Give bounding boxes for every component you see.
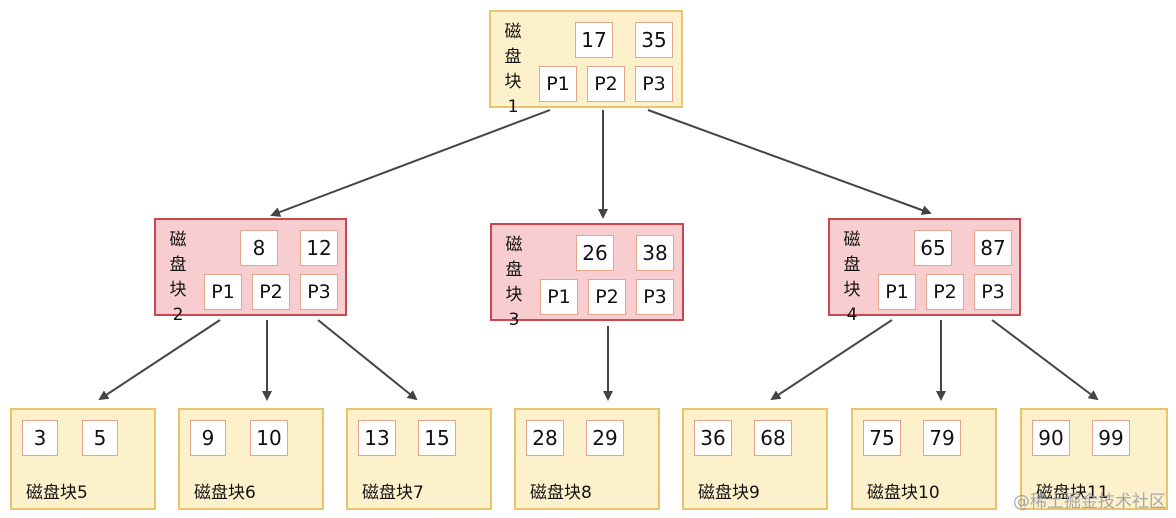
block-label: 磁 盘 块 2 xyxy=(169,230,187,325)
key-cell: 90 xyxy=(1032,420,1070,456)
key-cell: 26 xyxy=(576,235,614,271)
key-cell: 8 xyxy=(240,230,278,266)
edge-b4-p1 xyxy=(770,319,893,401)
pointer-cell: P3 xyxy=(636,279,674,315)
key-cell: 36 xyxy=(694,420,732,456)
key-cell: 65 xyxy=(914,230,952,266)
pointer-cell: P2 xyxy=(252,274,290,310)
disk-block-2: 磁 盘 块 2 8 12 P1 P2 P3 xyxy=(154,218,347,325)
key-cell: 13 xyxy=(358,420,396,456)
pointer-cell: P3 xyxy=(300,274,338,310)
block-label: 磁盘块11 xyxy=(1036,483,1109,503)
key-cell: 38 xyxy=(636,235,674,271)
key-cell: 17 xyxy=(575,22,613,58)
pointer-cell: P3 xyxy=(635,66,673,102)
key-cell: 35 xyxy=(635,22,673,58)
edge-b2-p1 xyxy=(98,319,221,401)
edge-root-p1 xyxy=(270,109,551,217)
key-cell: 5 xyxy=(82,420,118,456)
pointer-cell: P1 xyxy=(204,274,242,310)
edge-b2-p3 xyxy=(317,319,418,401)
disk-block-5: 3 5 磁盘块5 xyxy=(10,408,156,510)
block-label: 磁 盘 块 1 xyxy=(504,22,522,117)
key-cell: 15 xyxy=(418,420,456,456)
edge-b4-p3 xyxy=(991,319,1099,401)
pointer-cell: P1 xyxy=(539,66,577,102)
block-label: 磁 盘 块 4 xyxy=(843,230,861,325)
edge-root-p3 xyxy=(647,109,932,215)
pointer-cell: P1 xyxy=(878,274,916,310)
disk-block-4: 磁 盘 块 4 65 87 P1 P2 P3 xyxy=(828,218,1021,325)
pointer-cell: P2 xyxy=(926,274,964,310)
block-label: 磁 盘 块 3 xyxy=(505,235,523,330)
disk-block-11: 90 99 磁盘块11 xyxy=(1020,408,1168,510)
block-label: 磁盘块6 xyxy=(194,483,256,503)
pointer-cell: P2 xyxy=(587,66,625,102)
key-cell: 29 xyxy=(586,420,624,456)
block-label: 磁盘块9 xyxy=(698,483,760,503)
key-cell: 99 xyxy=(1092,420,1130,456)
pointer-cell: P3 xyxy=(974,274,1012,310)
key-cell: 87 xyxy=(974,230,1012,266)
key-cell: 10 xyxy=(250,420,288,456)
block-label: 磁盘块10 xyxy=(867,483,940,503)
disk-block-8: 28 29 磁盘块8 xyxy=(514,408,660,510)
disk-block-10: 75 79 磁盘块10 xyxy=(851,408,997,510)
key-cell: 75 xyxy=(863,420,901,456)
key-cell: 79 xyxy=(923,420,961,456)
block-label: 磁盘块7 xyxy=(362,483,424,503)
key-cell: 28 xyxy=(526,420,564,456)
key-cell: 3 xyxy=(22,420,58,456)
disk-block-7: 13 15 磁盘块7 xyxy=(346,408,492,510)
disk-block-6: 9 10 磁盘块6 xyxy=(178,408,324,510)
block-label: 磁盘块5 xyxy=(26,483,88,503)
block-label: 磁盘块8 xyxy=(530,483,592,503)
key-cell: 9 xyxy=(190,420,226,456)
disk-block-1: 磁 盘 块 1 17 35 P1 P2 P3 xyxy=(489,10,683,117)
key-cell: 12 xyxy=(300,230,338,266)
key-cell: 68 xyxy=(754,420,792,456)
pointer-cell: P1 xyxy=(540,279,578,315)
pointer-cell: P2 xyxy=(588,279,626,315)
watermark: @稀土掘金技术社区 xyxy=(1013,492,1166,512)
disk-block-9: 36 68 磁盘块9 xyxy=(682,408,828,510)
disk-block-3: 磁 盘 块 3 26 38 P1 P2 P3 xyxy=(490,223,684,330)
